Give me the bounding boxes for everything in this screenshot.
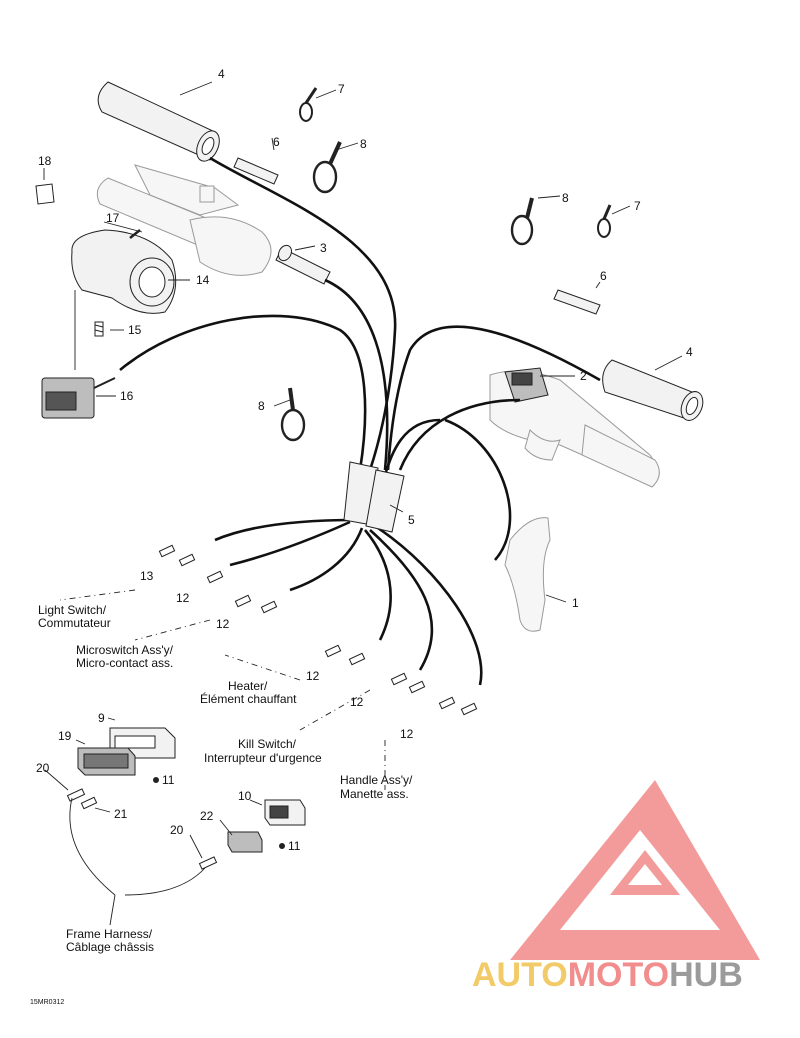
part-number-14: 14 xyxy=(196,273,210,287)
connector-housing-19 xyxy=(77,747,136,776)
part-number-11-upper: 11 xyxy=(162,773,175,787)
light-switch xyxy=(41,377,116,419)
label-kill-switch-en: Kill Switch/ xyxy=(238,737,297,751)
leader-lines xyxy=(43,81,683,926)
part-number-7-left: 7 xyxy=(338,82,345,96)
connector-housing-10 xyxy=(264,799,306,826)
part-number-9: 9 xyxy=(98,711,105,725)
decal xyxy=(35,183,55,205)
part-number-19: 19 xyxy=(58,729,72,743)
part-number-10: 10 xyxy=(238,789,252,803)
connector-housing-22 xyxy=(227,831,263,853)
part-number-20-lower: 20 xyxy=(170,823,184,837)
label-frame-harness-en: Frame Harness/ xyxy=(66,927,153,941)
part-number-7-right: 7 xyxy=(634,199,641,213)
label-frame-harness-fr: Câblage châssis xyxy=(66,940,154,954)
light-bulb xyxy=(275,244,331,285)
part-number-3: 3 xyxy=(320,241,327,255)
part-number-8-top: 8 xyxy=(360,137,367,151)
part-number-8-left: 8 xyxy=(258,399,265,413)
part-number-12-a: 12 xyxy=(176,591,190,605)
part-number-12-e: 12 xyxy=(400,727,414,741)
protective-sleeve xyxy=(343,461,405,533)
part-number-labels: 1 2 3 4 4 5 6 6 7 7 8 8 8 9 10 11 11 12 … xyxy=(36,67,693,853)
part-number-18: 18 xyxy=(38,154,52,168)
terminals xyxy=(158,544,478,716)
left-grip xyxy=(97,81,220,162)
part-number-20-upper: 20 xyxy=(36,761,50,775)
label-heater-fr: Élément chauffant xyxy=(200,691,297,706)
automotohub-wordmark: AUTOMOTOHUB xyxy=(472,956,743,994)
label-light-switch-en: Light Switch/ xyxy=(38,603,107,617)
throttle-lever xyxy=(504,517,551,632)
tie-wrap-8-top xyxy=(312,141,342,194)
part-number-4-right: 4 xyxy=(686,345,693,359)
part-number-5: 5 xyxy=(408,513,415,527)
brand-auto: AUTO xyxy=(472,956,568,994)
part-number-15: 15 xyxy=(128,323,142,337)
svg-text:AUTOMOTOHUB: AUTOMOTOHUB xyxy=(472,956,743,994)
part-number-12-b: 12 xyxy=(216,617,230,631)
label-microswitch-fr: Micro-contact ass. xyxy=(76,656,173,670)
brand-hub: HUB xyxy=(669,956,743,994)
left-handlebar-assembly xyxy=(96,164,272,276)
part-number-17: 17 xyxy=(106,211,120,225)
tube-left xyxy=(233,157,279,185)
label-handle-fr: Manette ass. xyxy=(340,787,409,801)
right-handlebar-assembly xyxy=(489,370,660,488)
part-number-6-left: 6 xyxy=(273,135,280,149)
part-number-22: 22 xyxy=(200,809,214,823)
part-number-13: 13 xyxy=(140,569,154,583)
tube-right xyxy=(553,289,601,315)
tie-wrap-7-right xyxy=(597,204,612,238)
part-number-11-lower: 11 xyxy=(288,839,301,853)
label-handle-en: Handle Ass'y/ xyxy=(340,773,413,787)
part-number-1: 1 xyxy=(572,596,579,610)
label-kill-switch-fr: Interrupteur d'urgence xyxy=(204,751,322,765)
part-number-16: 16 xyxy=(120,389,134,403)
label-light-switch-fr: Commutateur xyxy=(38,616,111,630)
part-number-6-right: 6 xyxy=(600,269,607,283)
part-number-12-d: 12 xyxy=(350,695,364,709)
switch-housing xyxy=(71,229,177,314)
part-number-4-left: 4 xyxy=(218,67,225,81)
harness-wires xyxy=(119,156,601,686)
automotohub-watermark-logo xyxy=(510,780,760,960)
drawing-reference: 15MR0312 xyxy=(30,999,64,1006)
tie-wrap-8-right xyxy=(510,197,534,246)
part-number-21: 21 xyxy=(114,807,128,821)
part-number-8-right: 8 xyxy=(562,191,569,205)
callout-labels: Light Switch/ Commutateur Microswitch As… xyxy=(30,603,413,1006)
locking-wedges xyxy=(153,777,285,849)
label-heater-en: Heater/ xyxy=(228,679,268,693)
pins xyxy=(66,788,218,870)
tie-wrap-7-left xyxy=(299,87,318,122)
right-grip xyxy=(602,359,704,421)
spring xyxy=(94,321,104,337)
part-number-2: 2 xyxy=(580,369,587,383)
part-number-12-c: 12 xyxy=(306,669,320,683)
label-microswitch-en: Microswitch Ass'y/ xyxy=(76,643,174,657)
heater-switch xyxy=(504,367,549,403)
brand-moto: MOTO xyxy=(568,956,669,994)
tie-wrap-8-left xyxy=(280,387,306,442)
grouping-lines xyxy=(59,589,386,790)
